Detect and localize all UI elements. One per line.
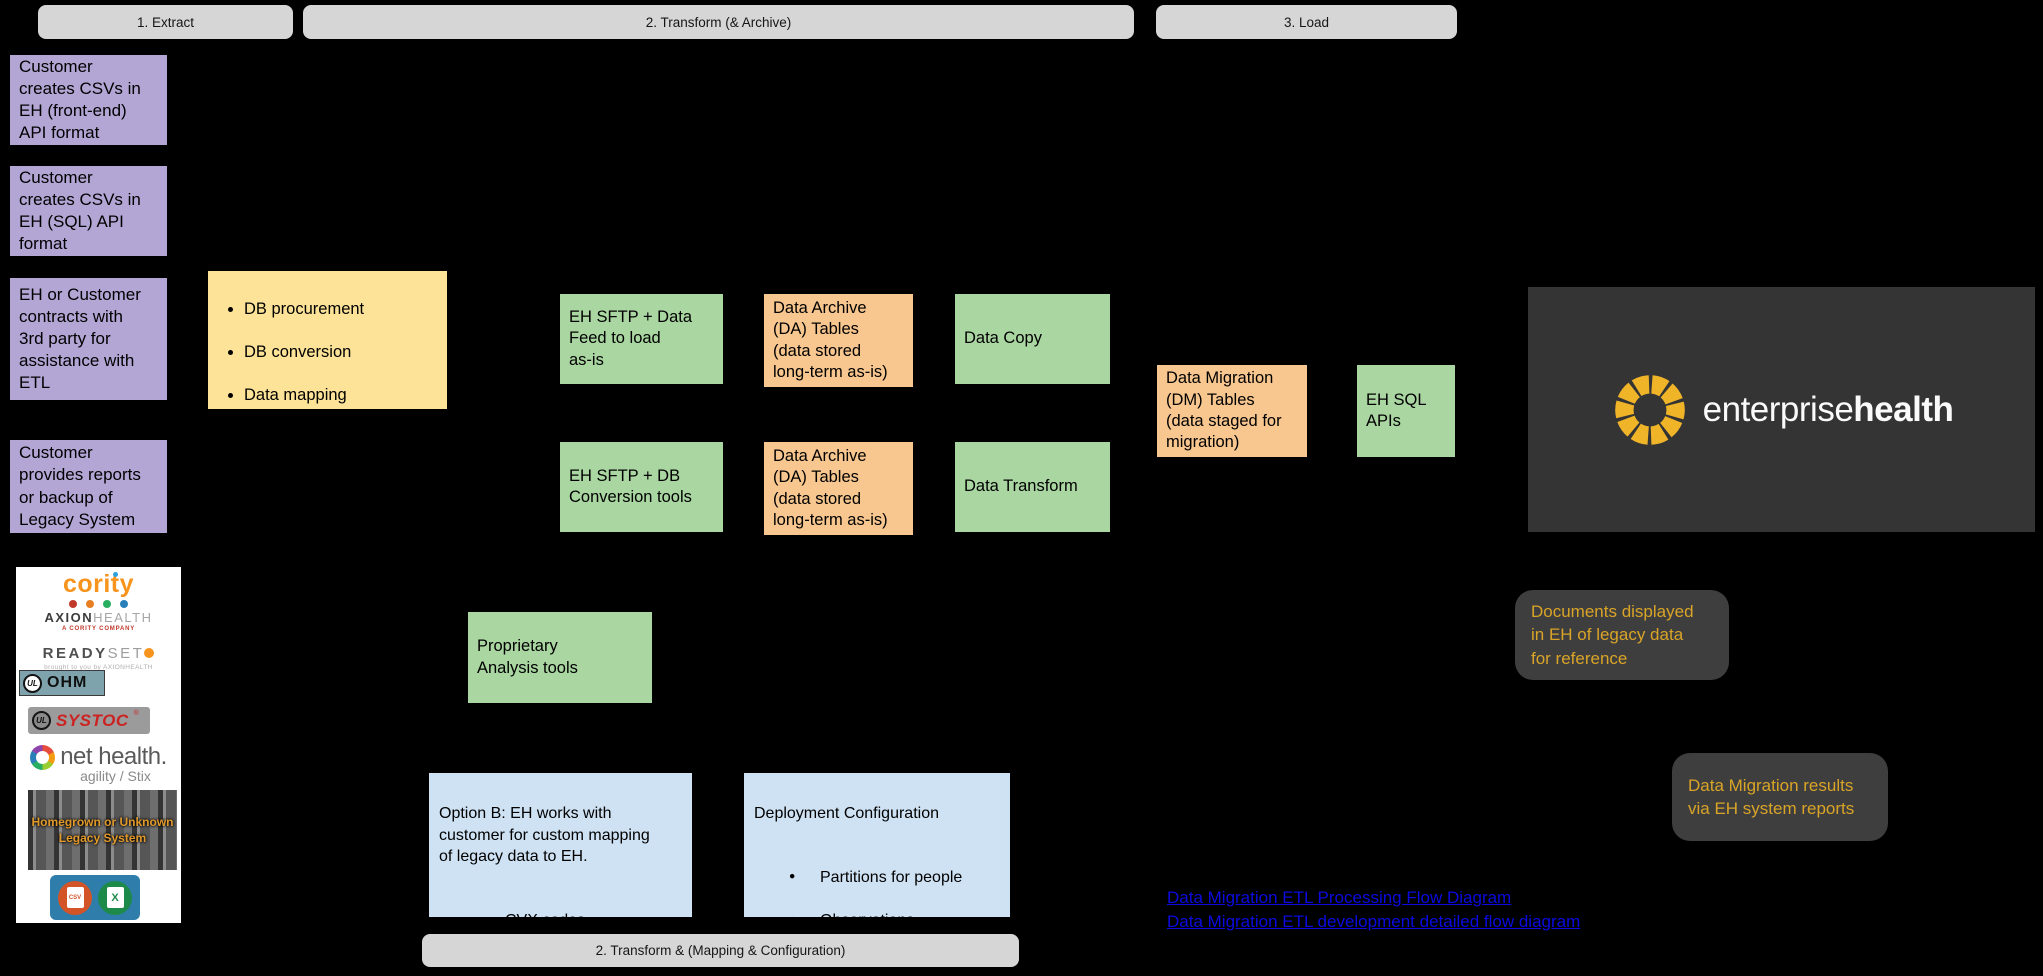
diagram-links: Data Migration ETL Processing Flow Diagr… (1167, 886, 1580, 933)
extract-box-3rd-party: EH or Customer contracts with 3rd party … (10, 278, 167, 400)
extract-box-csv-frontend: Customer creates CSVs in EH (front-end) … (10, 55, 167, 145)
enterprise-health-panel: enterprisehealth (1528, 287, 2035, 532)
deployment-title: Deployment Configuration (754, 805, 939, 823)
readyset-o-icon (144, 648, 155, 658)
cority-logo: cority (16, 570, 181, 599)
enterprise-health-sun-icon (1614, 374, 1685, 445)
excel-file-icon: X (98, 880, 132, 915)
axion-tagline: A CORITY COMPANY (61, 626, 136, 632)
list-item: Data validation assistance (244, 471, 436, 492)
transform-box-sftp-db-conversion: EH SFTP + DB Conversion tools (560, 442, 723, 532)
csv-file-icon: CSV (58, 880, 92, 915)
readyset-logo: READYSET brought to you by AXIONHEALTH (16, 645, 181, 671)
list-item: CVX codes (474, 910, 682, 931)
extract-box-reports-backup: Customer provides reports or backup of L… (10, 440, 167, 533)
third-party-services-list: DB procurement DB conversion Data mappin… (217, 278, 436, 514)
list-item: Partitions for people (789, 867, 1000, 888)
legacy-system-caption: Homegrown or Unknown Legacy System (31, 814, 174, 845)
transform-box-proprietary-analysis: Proprietary Analysis tools (468, 612, 652, 703)
csv-label: CSV (68, 894, 82, 901)
transform-box-sftp-data-feed: EH SFTP + Data Feed to load as-is (560, 294, 723, 384)
ohm-logo: UL OHM (19, 670, 105, 696)
load-box-eh-sql-apis: EH SQL APIs (1357, 365, 1455, 457)
axion-health-wordmark: HEALTH (93, 610, 153, 625)
list-item: DB conversion (244, 342, 436, 363)
list-item: Observations (789, 910, 1000, 931)
ohm-wordmark: OHM (47, 674, 88, 691)
mapping-box-deployment-config: Deployment Configuration Partitions for … (744, 773, 1010, 971)
net-health-ring-icon (30, 744, 56, 770)
link-etl-processing-flow-diagram[interactable]: Data Migration ETL Processing Flow Diagr… (1167, 888, 1512, 907)
net-health-logo: net health. agility / Stix (16, 743, 181, 784)
systoc-logo: UL SYSTOC ® (28, 707, 150, 734)
axion-dots-icon (16, 600, 181, 608)
axion-health-logo: AXIONHEALTH A CORITY COMPANY (16, 600, 181, 632)
enterprise-health-wordmark: enterprisehealth (1703, 390, 1954, 430)
transform-box-data-archive-1: Data Archive (DA) Tables (data stored lo… (764, 294, 913, 387)
stage-header-load: 3. Load (1156, 5, 1457, 39)
excel-label: X (111, 891, 119, 904)
transform-box-data-transform: Data Transform (955, 442, 1110, 532)
mapping-box-option-b: Option B: EH works with customer for cus… (429, 773, 692, 971)
stage-header-transform-archive: 2. Transform (& Archive) (303, 5, 1134, 39)
axion-wordmark: AXION (44, 610, 94, 625)
note-documents-displayed: Documents displayed in EH of legacy data… (1515, 590, 1729, 680)
cority-wordmark: cority (62, 570, 135, 598)
readyset-tagline: brought to you by AXIONHEALTH (44, 664, 153, 671)
stage-header-extract: 1. Extract (38, 5, 293, 39)
transform-box-data-archive-2: Data Archive (DA) Tables (data stored lo… (764, 442, 913, 535)
legacy-systems-panel: cority AXIONHEALTH A CORITY COMPANY READ… (16, 567, 181, 923)
brand-regular: enterprise (1702, 389, 1854, 429)
note-migration-results: Data Migration results via EH system rep… (1672, 753, 1888, 841)
stage-header-transform-mapping: 2. Transform & (Mapping & Configuration) (422, 934, 1019, 967)
brand-bold: health (1853, 389, 1954, 429)
legacy-system-photo: Homegrown or Unknown Legacy System (28, 790, 177, 870)
third-party-services-box: DB procurement DB conversion Data mappin… (208, 271, 447, 490)
transform-box-data-copy: Data Copy (955, 294, 1110, 384)
list-item: Data mapping (244, 385, 436, 406)
ul-badge-icon: UL (32, 711, 51, 730)
set-wordmark: SET (107, 645, 145, 662)
option-b-text: Option B: EH works with customer for cus… (439, 805, 650, 865)
list-item: DB procurement (244, 299, 436, 320)
link-etl-development-flow-diagram[interactable]: Data Migration ETL development detailed … (1167, 912, 1581, 931)
registered-mark: ® (133, 710, 139, 717)
systoc-wordmark: SYSTOC (56, 710, 129, 730)
load-box-dm-tables: Data Migration (DM) Tables (data staged … (1157, 365, 1307, 457)
ready-wordmark: READY (42, 645, 108, 662)
ul-badge-icon: UL (23, 673, 42, 693)
extract-box-csv-sql: Customer creates CSVs in EH (SQL) API fo… (10, 166, 167, 256)
file-format-icons: CSV X (50, 875, 140, 920)
net-health-wordmark: net health. (60, 743, 167, 770)
net-health-tagline: agility / Stix (80, 768, 151, 784)
list-item: Data transform (244, 428, 436, 449)
cority-dot-icon (112, 572, 118, 577)
